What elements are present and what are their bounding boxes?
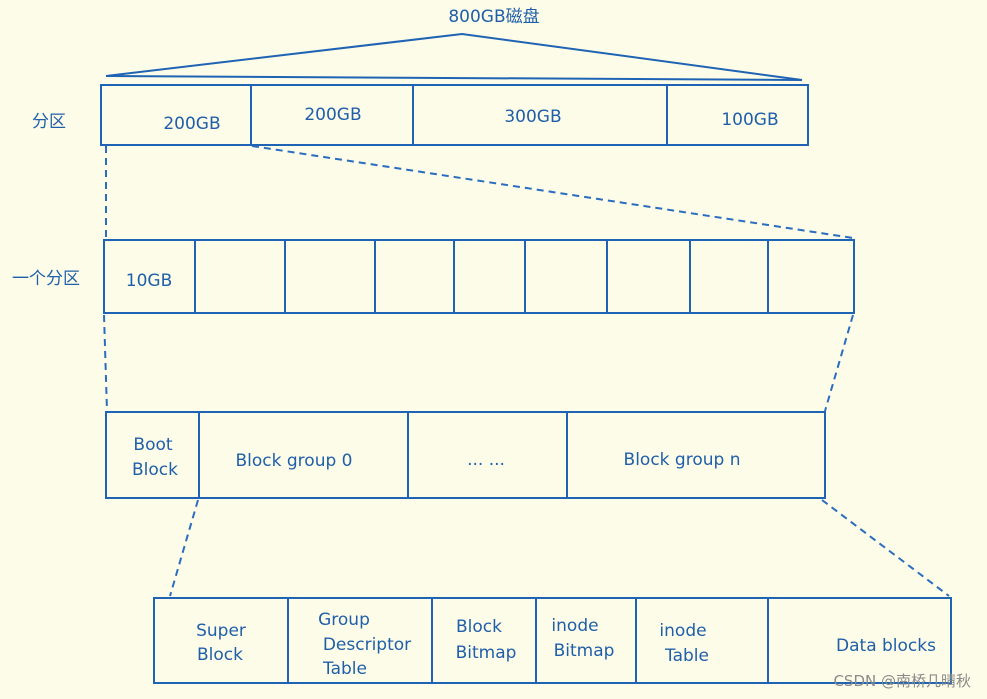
block-group-0: Block group 0 [236,451,353,471]
partition-2-size: 200GB [304,105,361,125]
block-group-detail-bar [153,597,952,684]
gdt-line1: Group [318,610,370,630]
disk-brace [105,32,803,81]
one-partition-label: 一个分区 [12,269,80,289]
block-group-n: Block group n [624,450,741,470]
boot-block-line2: Block [132,460,178,480]
zoom-line-right-3 [821,499,950,597]
one-partition-bar [103,239,855,314]
zoom-line-right-2 [824,314,854,412]
zoom-line-left-2 [103,314,108,412]
super-block-line2: Block [197,645,243,665]
partition-1-size: 200GB [163,114,220,134]
disk-brace-base [105,75,803,81]
ellipsis: ... ... [467,450,505,470]
partition-layout-bar [105,411,826,499]
data-blocks: Data blocks [836,636,936,656]
gdt-line2: Descriptor [323,635,411,655]
block-bitmap-line1: Block [456,617,502,637]
partition-row-label: 分区 [32,112,66,132]
boot-block-line1: Boot [133,435,172,455]
disk-title: 800GB磁盘 [448,7,539,27]
zoom-line-right-1 [251,145,854,239]
inode-table-line1: inode [659,621,706,641]
partition-3-size: 300GB [504,107,561,127]
first-block-size: 10GB [126,271,172,291]
partition-bar [100,84,809,146]
block-bitmap-line2: Bitmap [456,643,517,663]
zoom-line-left-3 [169,499,199,597]
inode-bitmap-line1: inode [551,616,598,636]
super-block-line1: Super [196,621,246,641]
inode-bitmap-line2: Bitmap [554,641,615,661]
watermark: CSDN @南桥几晴秋 [833,672,971,690]
gdt-line3: Table [322,659,367,679]
partition-4-size: 100GB [721,110,778,130]
inode-table-line2: Table [664,646,709,666]
